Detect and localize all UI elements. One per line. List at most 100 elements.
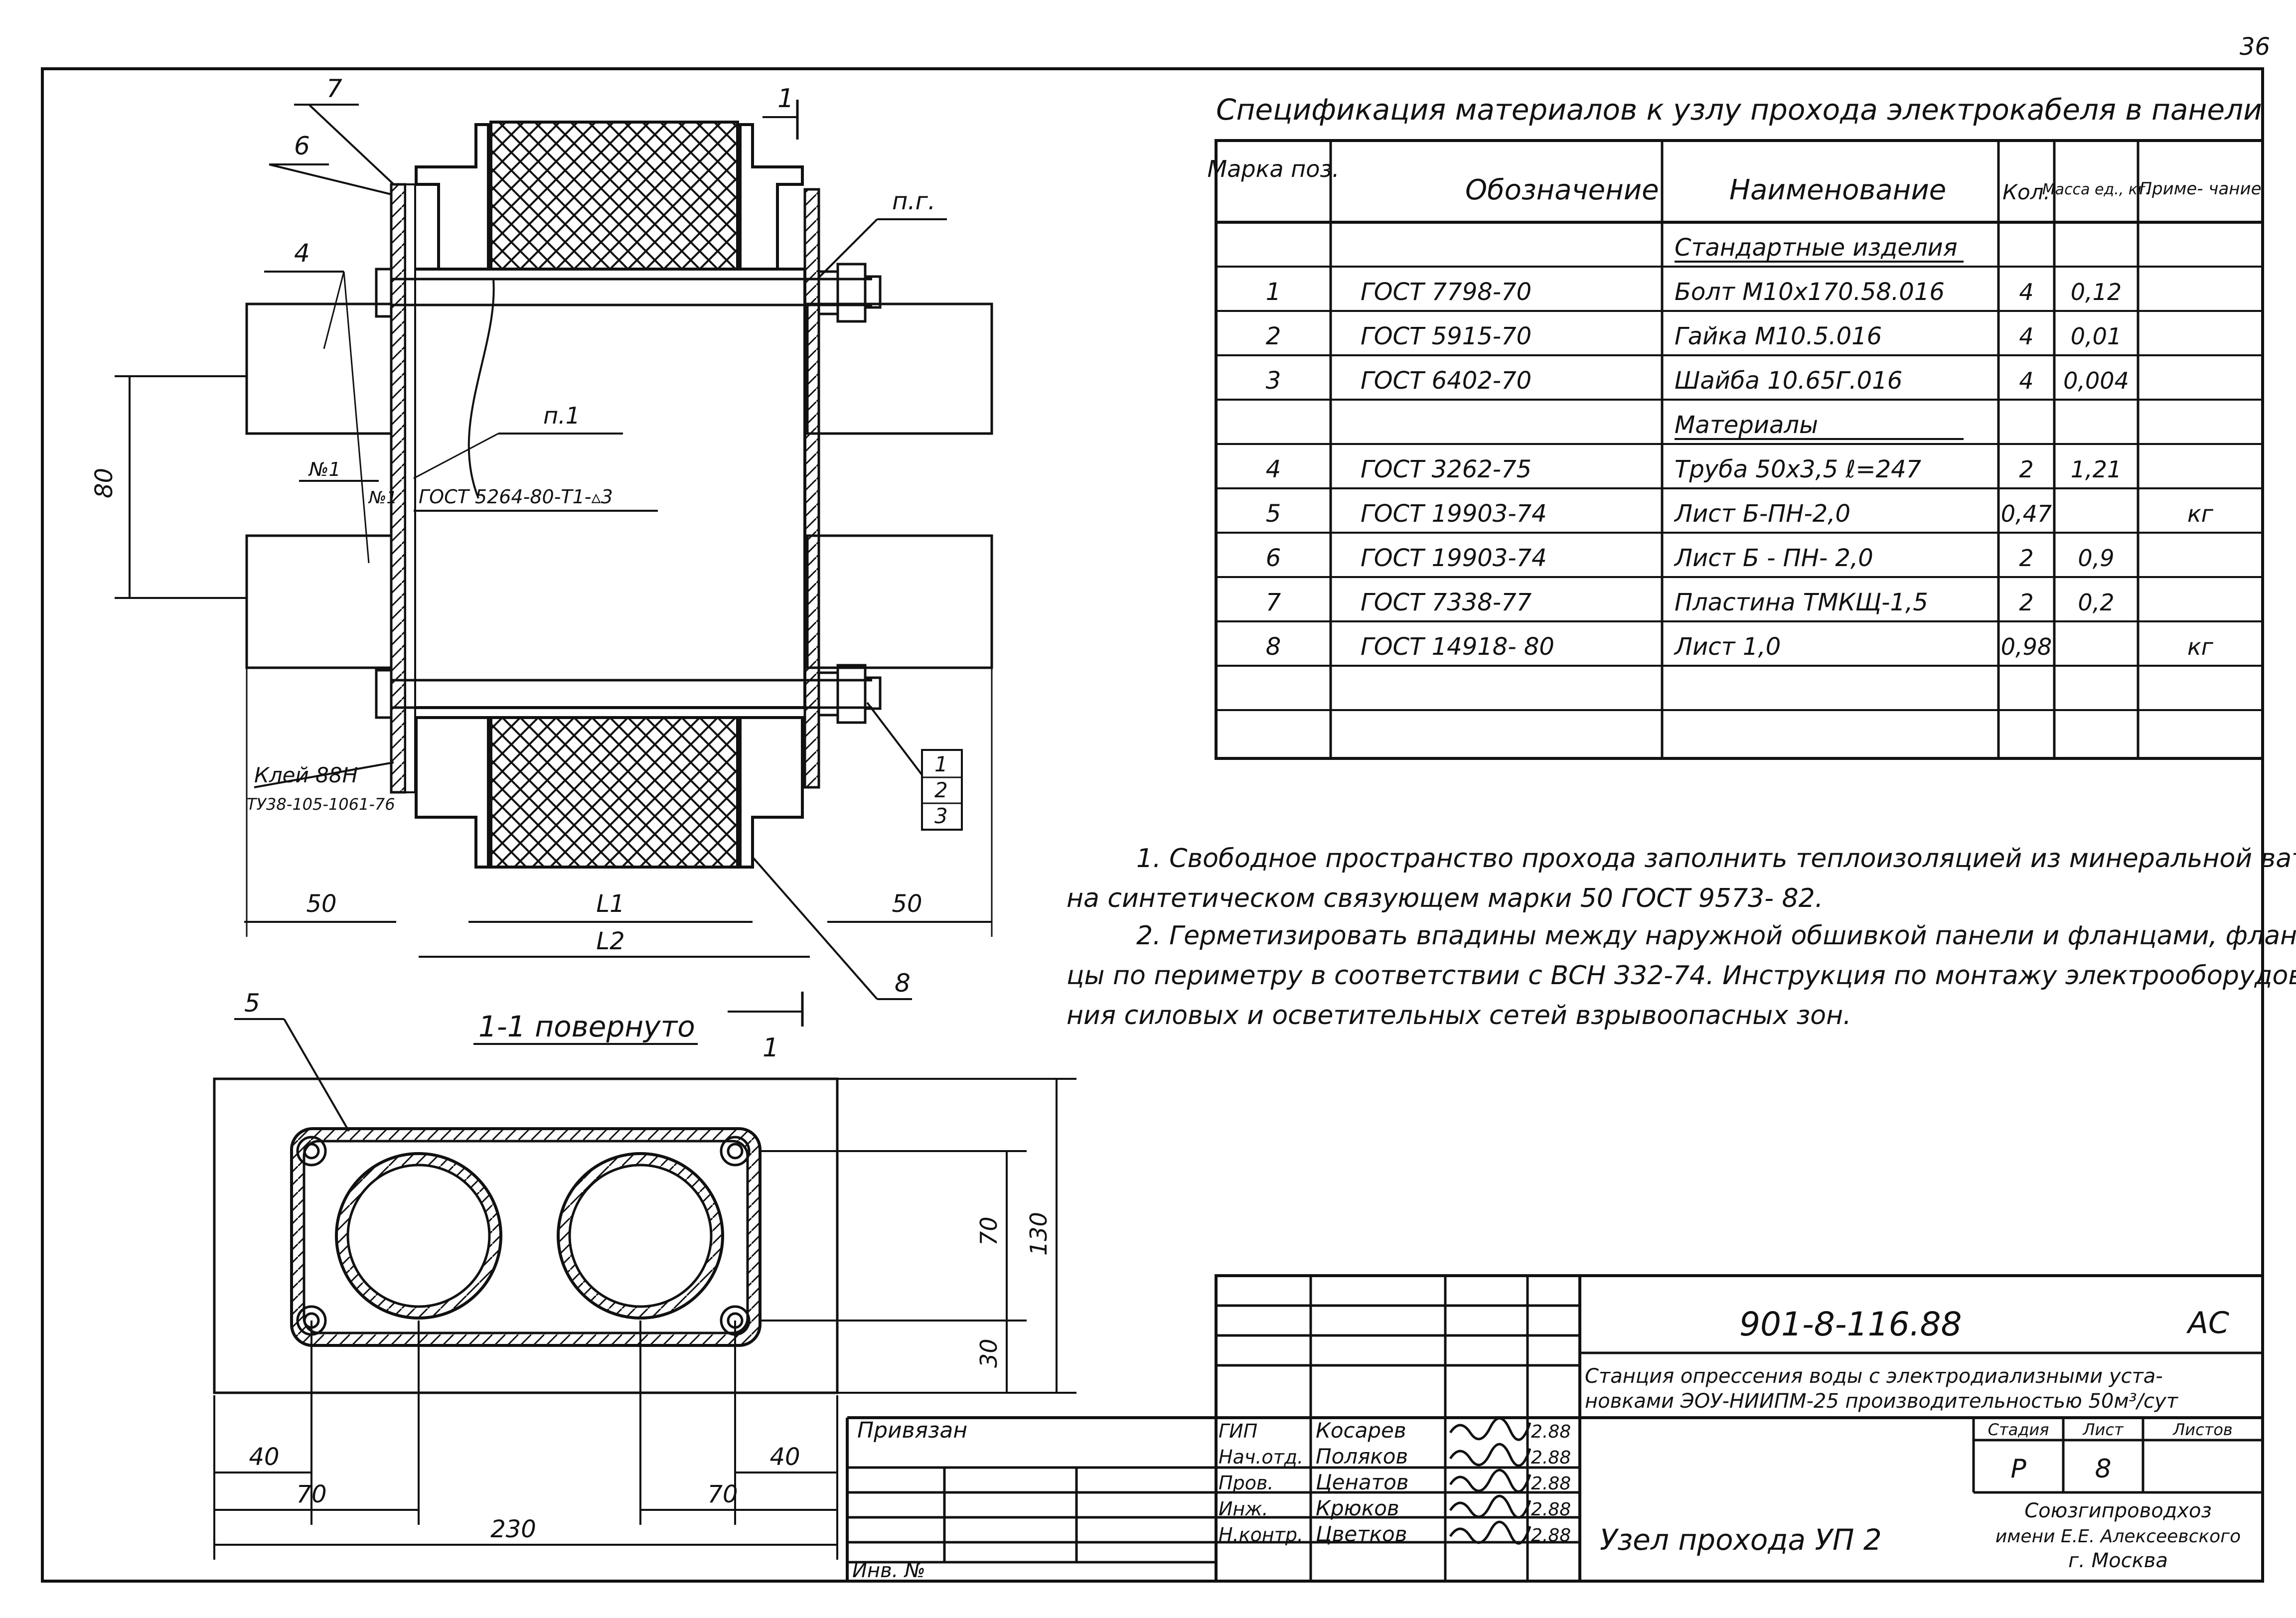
page-number: 36 <box>2240 33 2270 61</box>
signer-role: Инж. <box>1219 1498 1268 1520</box>
spec-cell-qty: 2 <box>2019 456 2033 483</box>
signature-scribble <box>1449 1494 1531 1519</box>
pipe-lower-right <box>806 534 993 669</box>
spec-cell-name: Лист Б - ПН- 2,0 <box>1674 544 1873 572</box>
signer-date: 2.88 <box>1531 1448 1571 1468</box>
project-line-1: Станция опрессения воды с электродиализн… <box>1585 1365 2163 1388</box>
title-block: 901-8-116.88 АС Станция опрессения воды … <box>846 1274 2264 1583</box>
spec-cell-mark: 5 <box>1266 500 1281 528</box>
plan-title: 1-1 повернуто <box>478 1010 695 1043</box>
spec-header-note: Приме- чание <box>2139 179 2261 199</box>
signer-date: 2.88 <box>1531 1525 1571 1546</box>
dim-70-vertical: 70 <box>975 1216 1002 1246</box>
spec-header-mark-text: Марка поз. <box>1208 155 1340 182</box>
spec-cell-designation: ГОСТ 7798-70 <box>1361 278 1531 306</box>
flange-right <box>803 188 820 789</box>
spec-cell-qty: 0,47 <box>2001 500 2052 527</box>
dim-230: 230 <box>490 1515 536 1543</box>
label-n1-b: №1 <box>368 488 397 508</box>
spec-cell-designation: ГОСТ 5915-70 <box>1361 322 1531 350</box>
stage-value: Р <box>2010 1454 2026 1484</box>
spec-section-heading: Материалы <box>1675 411 1818 439</box>
spec-cell-mark: 6 <box>1266 544 1281 572</box>
signer-name: Ценатов <box>1316 1470 1409 1494</box>
dim-40-right: 40 <box>769 1443 800 1471</box>
insulation-top <box>489 121 739 271</box>
signer-date: 2.88 <box>1531 1499 1571 1520</box>
label-weld: ГОСТ 5264-80-Т1-▵3 <box>419 486 613 508</box>
dim-40-left: 40 <box>249 1443 279 1471</box>
spec-cell-mark: 7 <box>1266 588 1281 616</box>
spec-row: 2 ГОСТ 5915-70 Гайка М10.5.016 4 0,01 <box>1266 322 2122 350</box>
section-view: 80 50 L1 L2 50 7 6 4 п.г. 1 п.1 №1 №1 <box>90 74 993 1000</box>
inv-label: Инв. № <box>852 1559 925 1582</box>
signer-name: Косарев <box>1316 1418 1406 1443</box>
signer-name: Крюков <box>1316 1496 1399 1520</box>
sheet-frame <box>41 67 2264 1583</box>
dim-30-vertical: 30 <box>975 1338 1002 1368</box>
spec-header-qty: Кол. <box>2002 180 2050 204</box>
note-line-3: 2. Герметизировать впадины между наружно… <box>1136 921 2296 951</box>
stage-header: Стадия <box>1988 1420 2049 1439</box>
label-pos-5: 5 <box>244 989 260 1018</box>
sheet-value: 8 <box>2095 1454 2111 1484</box>
dim-80: 80 <box>90 468 118 498</box>
spec-cell-mark: 4 <box>1266 455 1281 483</box>
spec-cell-mass: 0,01 <box>2071 323 2122 350</box>
plan-view: 5 1-1 повернуто 1 <box>213 989 1076 1560</box>
spec-cell-name: Лист Б-ПН-2,0 <box>1674 500 1850 528</box>
spec-cell-mark: 3 <box>1266 367 1281 395</box>
spec-cell-designation: ГОСТ 7338-77 <box>1361 588 1532 616</box>
spec-section-heading: Стандартные изделия <box>1675 234 1958 262</box>
spec-cell-note: кг <box>2187 500 2214 527</box>
sheet-header: Лист <box>2082 1420 2124 1439</box>
spec-cell-qty: 4 <box>2019 367 2033 394</box>
signer-name: Цветков <box>1316 1522 1407 1546</box>
spec-cell-mark: 8 <box>1266 633 1281 661</box>
plan-cut-mark: 1 <box>763 1033 779 1063</box>
spec-cell-designation: ГОСТ 19903-74 <box>1361 544 1547 572</box>
spec-cell-mass: 0,004 <box>2063 367 2129 394</box>
spec-cell-qty: 4 <box>2019 279 2033 305</box>
label-p1: п.1 <box>543 402 580 429</box>
spec-cell-mark: 2 <box>1266 322 1281 350</box>
spec-cell-qty: 4 <box>2019 323 2033 350</box>
spec-cell-qty: 2 <box>2019 545 2033 572</box>
label-cut-top: 1 <box>777 84 794 114</box>
spec-cell-mass: 1,21 <box>2071 456 2122 483</box>
label-pos-7: 7 <box>326 74 342 103</box>
spec-cell-designation: ГОСТ 19903-74 <box>1361 500 1547 528</box>
signature-scribble <box>1449 1469 1531 1493</box>
pipe-lower-left <box>245 534 393 669</box>
signer-role: ГИП <box>1219 1420 1257 1442</box>
dim-130-vertical: 130 <box>1025 1212 1052 1256</box>
org-line-2: имени Е.Е. Алексеевского <box>1995 1526 2241 1547</box>
spec-cell-mass: 0,2 <box>2078 589 2114 616</box>
dim-50-right: 50 <box>892 890 922 918</box>
label-pos-8: 8 <box>895 969 911 998</box>
spec-header-name: Наименование <box>1729 174 1946 206</box>
signer-date: 2.88 <box>1531 1473 1571 1494</box>
callout-2: 2 <box>934 778 948 802</box>
spec-cell-note: кг <box>2187 633 2214 660</box>
callout-1: 1 <box>934 752 948 776</box>
signature-scribble <box>1449 1520 1531 1545</box>
signer-row: Инж. Крюков 2.88 <box>1219 1494 1571 1520</box>
signature-scribble <box>1449 1417 1531 1441</box>
org-line-3: г. Москва <box>2068 1549 2168 1572</box>
spec-cell-designation: ГОСТ 14918- 80 <box>1361 633 1554 661</box>
signer-role: Пров. <box>1219 1472 1273 1494</box>
spec-cell-name: Гайка М10.5.016 <box>1675 322 1882 350</box>
dim-L1: L1 <box>596 890 624 918</box>
org-line-1: Союзгипроводхоз <box>2024 1499 2212 1522</box>
spec-cell-mass: 0,12 <box>2071 279 2122 305</box>
notes: 1. Свободное пространство прохода заполн… <box>1067 844 2296 1030</box>
